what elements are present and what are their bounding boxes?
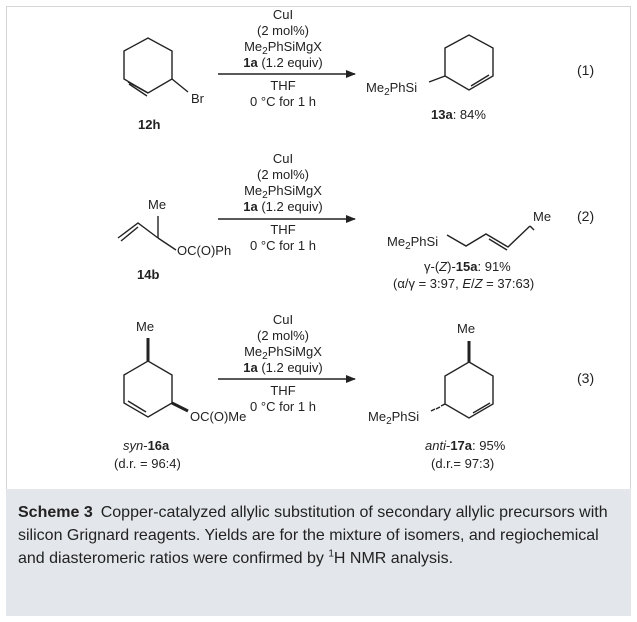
cond-1-loading: (2 mol%) (257, 23, 309, 38)
reaction-scheme: Br 12h CuI (2 mol%) Me2PhSiMgX 1a (1.2 e… (114, 7, 594, 471)
substrate-16a-structure (123, 338, 189, 418)
conditions-3: CuI (2 mol%) Me2PhSiMgX 1a (1.2 equiv) T… (243, 312, 323, 414)
cond-1-catalyst: CuI (273, 7, 293, 22)
cond-2-ligand: 1a (1.2 equiv) (243, 199, 323, 214)
cond-2-loading: (2 mol%) (257, 167, 309, 182)
cond-1-temp: 0 °C for 1 h (250, 94, 316, 109)
product-13a-silyl: Me2PhSi (366, 80, 417, 98)
product-15a-structure (446, 225, 535, 251)
reaction-1: Br 12h CuI (2 mol%) Me2PhSiMgX 1a (1.2 e… (123, 7, 594, 132)
cond-3-reagent: Me2PhSiMgX (244, 344, 322, 362)
product-17a-dr: (d.r.= 97:3) (431, 456, 494, 471)
conditions-2: CuI (2 mol%) Me2PhSiMgX 1a (1.2 equiv) T… (243, 151, 323, 253)
product-17a-methyl: Me (457, 321, 475, 336)
conditions-1: CuI (2 mol%) Me2PhSiMgX 1a (1.2 equiv) T… (243, 7, 323, 109)
substrate-14b-group: OC(O)Ph (177, 243, 231, 258)
product-17a-structure (430, 341, 494, 419)
caption-title: Scheme 3 (18, 504, 93, 521)
cond-2-reagent: Me2PhSiMgX (244, 183, 322, 201)
product-13a-label: 13a: 84% (431, 107, 486, 122)
product-15a-methyl: Me (533, 209, 551, 224)
substrate-16a-label: syn-16a (123, 438, 170, 453)
cond-2-temp: 0 °C for 1 h (250, 238, 316, 253)
caption-superscript: 1 (328, 548, 334, 560)
equation-number-2: (2) (577, 208, 594, 224)
substrate-16a-methyl: Me (136, 319, 154, 334)
product-15a-label: γ-(Z)-15a: 91% (424, 259, 511, 274)
product-17a-silyl: Me2PhSi (368, 409, 419, 427)
reaction-3: Me OC(O)Me syn-16a (d.r. = 96:4) CuI (2 … (114, 312, 594, 471)
substrate-14b-structure (117, 216, 177, 251)
substrate-16a-dr: (d.r. = 96:4) (114, 456, 181, 471)
cond-3-catalyst: CuI (273, 312, 293, 327)
product-17a-label: anti-17a: 95% (425, 438, 506, 453)
product-15a-ratio: (α/γ = 3:97, E/Z = 37:63) (393, 276, 534, 291)
cond-2-solvent: THF (270, 222, 295, 237)
substrate-12h-structure (123, 37, 189, 97)
cond-1-solvent: THF (270, 78, 295, 93)
product-15a-silyl: Me2PhSi (387, 234, 438, 252)
reaction-2: Me OC(O)Ph 14b CuI (2 mol%) Me2PhSiMgX 1… (117, 151, 594, 291)
substrate-12h-group: Br (191, 91, 205, 106)
substrate-14b-label: 14b (137, 267, 159, 282)
substrate-12h-label: 12h (138, 117, 160, 132)
cond-2-catalyst: CuI (273, 151, 293, 166)
cond-3-loading: (2 mol%) (257, 328, 309, 343)
cond-3-ligand: 1a (1.2 equiv) (243, 360, 323, 375)
substrate-14b-methyl: Me (148, 197, 166, 212)
cond-3-temp: 0 °C for 1 h (250, 399, 316, 414)
substrate-16a-group: OC(O)Me (190, 409, 246, 424)
cond-3-solvent: THF (270, 383, 295, 398)
cond-1-reagent: Me2PhSiMgX (244, 39, 322, 57)
product-13a-structure (428, 34, 494, 91)
equation-number-3: (3) (577, 370, 594, 386)
equation-number-1: (1) (577, 62, 594, 78)
caption-text-end: H NMR analysis. (333, 550, 454, 567)
caption-text: Copper-catalyzed allylic substitution of… (18, 504, 608, 567)
cond-1-ligand: 1a (1.2 equiv) (243, 55, 323, 70)
